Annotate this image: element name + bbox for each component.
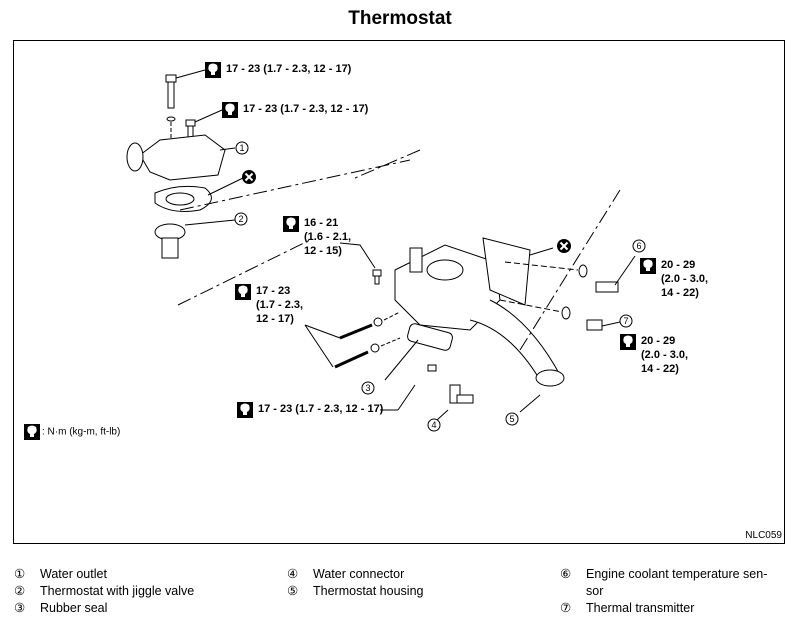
callout-3: 3 [365, 383, 370, 393]
do-not-reuse-icon [241, 169, 257, 185]
figure-code: NLC059 [745, 530, 782, 541]
water-outlet-part [126, 134, 249, 181]
coolant-sensor-part [504, 239, 646, 293]
torque-label: 17 - 23 (1.7 - 2.3, 12 - 17) [237, 402, 383, 418]
torque-wrench-icon [237, 402, 253, 418]
thermostat-part [154, 212, 248, 259]
torque-label: 16 - 21(1.6 - 2.1,12 - 15) [283, 216, 351, 258]
torque-label: 17 - 23 (1.7 - 2.3, 12 - 17) [205, 62, 351, 78]
torque-wrench-icon [24, 424, 40, 440]
bolt-icon [304, 311, 401, 369]
torque-label: 20 - 29(2.0 - 3.0,14 - 22) [640, 258, 708, 300]
do-not-reuse-icon [556, 238, 572, 254]
torque-wrench-icon [205, 62, 221, 78]
bolt-icon [165, 69, 206, 140]
torque-label: 17 - 23 (1.7 - 2.3, 12 - 17) [222, 102, 368, 118]
torque-label: 20 - 29(2.0 - 3.0,14 - 22) [620, 334, 688, 376]
page-title: Thermostat [348, 8, 452, 29]
torque-wrench-icon [235, 284, 251, 300]
callout-5: 5 [509, 414, 514, 424]
torque-wrench-icon [222, 102, 238, 118]
callout-4: 4 [431, 420, 436, 430]
torque-wrench-icon [283, 216, 299, 232]
callout-1: 1 [239, 143, 244, 153]
callout-7: 7 [623, 316, 628, 326]
thermal-transmitter-part [499, 299, 633, 331]
torque-wrench-icon [640, 258, 656, 274]
torque-wrench-icon [620, 334, 636, 350]
diagram-frame [13, 40, 785, 544]
rubber-seal-part [361, 323, 453, 395]
bolt-icon [339, 242, 382, 285]
gasket-part [482, 237, 554, 306]
torque-label: 17 - 23(1.7 - 2.3,12 - 17) [235, 284, 303, 326]
bolt-icon [185, 109, 223, 139]
thermostat-housing-part [394, 244, 565, 426]
gasket-part [154, 177, 244, 212]
callout-6: 6 [636, 241, 641, 251]
water-connector-part [380, 364, 474, 432]
units-legend: : N·m (kg-m, ft-lb) [24, 424, 120, 440]
callout-2: 2 [238, 214, 243, 224]
